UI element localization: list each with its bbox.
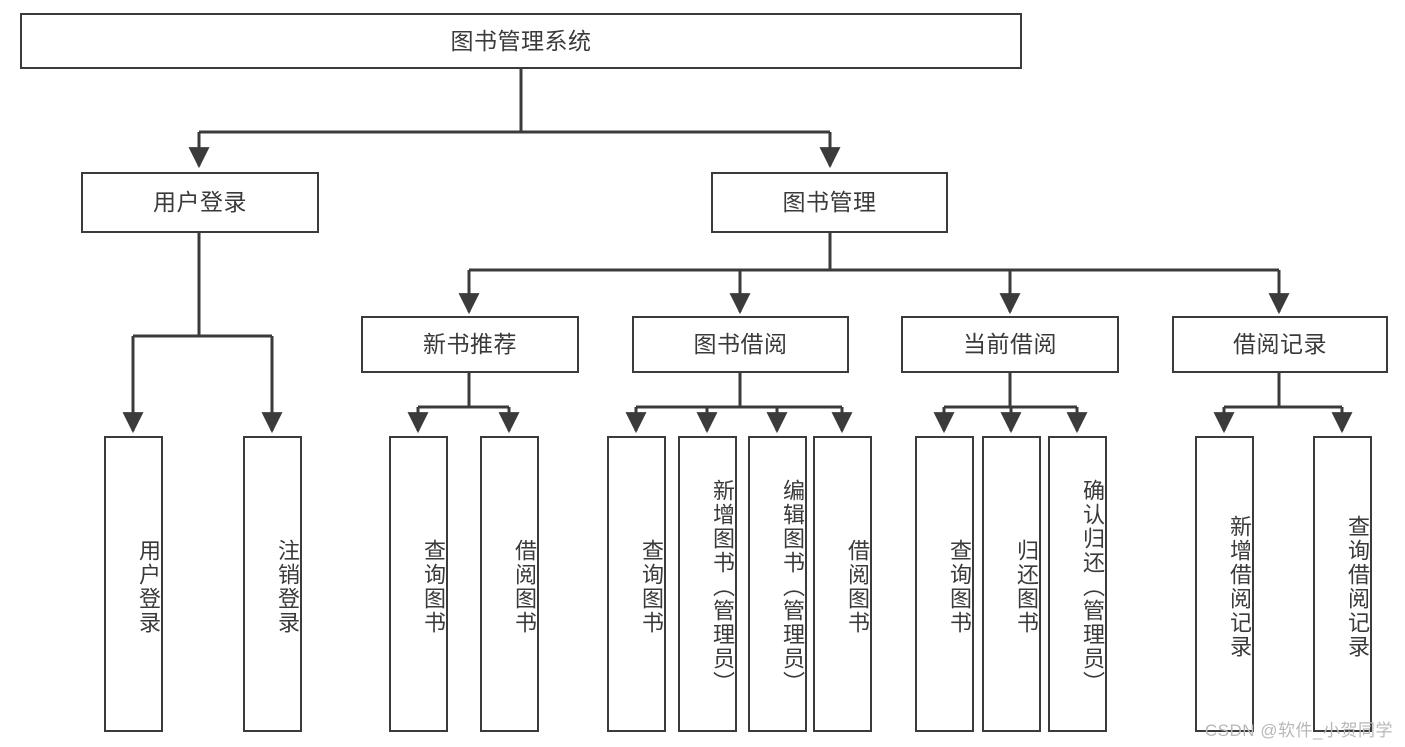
leaf-query-record-label: 查询借阅记录 — [1345, 515, 1370, 659]
node-current-borrow-label: 当前借阅 — [963, 331, 1057, 358]
node-user-login[interactable]: 用户登录 — [81, 172, 319, 233]
node-root[interactable]: 图书管理系统 — [20, 13, 1022, 69]
leaf-query-book-2-label: 查询图书 — [639, 539, 664, 635]
node-user-login-label: 用户登录 — [153, 189, 247, 216]
leaf-user-login[interactable]: 用户登录 — [104, 436, 163, 732]
leaf-user-login-label: 用户登录 — [136, 539, 161, 635]
node-borrow-record-label: 借阅记录 — [1233, 331, 1327, 358]
leaf-borrow-book-2-label: 借阅图书 — [845, 539, 870, 635]
leaf-logout-login[interactable]: 注销登录 — [243, 436, 302, 732]
leaf-add-record[interactable]: 新增借阅记录 — [1195, 436, 1254, 732]
watermark: CSDN @软件_小贺同学 — [1204, 721, 1393, 740]
leaf-add-record-label: 新增借阅记录 — [1227, 515, 1252, 659]
node-borrow-record[interactable]: 借阅记录 — [1172, 316, 1388, 373]
leaf-logout-login-label: 注销登录 — [275, 539, 300, 635]
node-current-borrow[interactable]: 当前借阅 — [901, 316, 1119, 373]
leaf-add-book[interactable]: 新增图书（管理员） — [678, 436, 737, 732]
node-new-book-rec-label: 新书推荐 — [423, 331, 517, 358]
leaf-query-book-2[interactable]: 查询图书 — [607, 436, 666, 732]
leaf-confirm-return-label: 确认归还（管理员） — [1080, 479, 1105, 695]
node-book-borrow[interactable]: 图书借阅 — [632, 316, 849, 373]
node-new-book-rec[interactable]: 新书推荐 — [361, 316, 579, 373]
leaf-borrow-book-1-label: 借阅图书 — [512, 539, 537, 635]
leaf-return-book-label: 归还图书 — [1014, 539, 1039, 635]
leaf-query-book-1[interactable]: 查询图书 — [389, 436, 448, 732]
leaf-return-book[interactable]: 归还图书 — [982, 436, 1041, 732]
node-book-manage[interactable]: 图书管理 — [711, 172, 948, 233]
leaf-query-book-3-label: 查询图书 — [947, 539, 972, 635]
leaf-edit-book[interactable]: 编辑图书（管理员） — [748, 436, 807, 732]
leaf-borrow-book-2[interactable]: 借阅图书 — [813, 436, 872, 732]
leaf-borrow-book-1[interactable]: 借阅图书 — [480, 436, 539, 732]
node-book-borrow-label: 图书借阅 — [693, 331, 788, 358]
leaf-add-book-label: 新增图书（管理员） — [710, 479, 735, 695]
leaf-confirm-return[interactable]: 确认归还（管理员） — [1048, 436, 1107, 732]
leaf-query-book-3[interactable]: 查询图书 — [915, 436, 974, 732]
leaf-query-book-1-label: 查询图书 — [421, 539, 446, 635]
leaf-edit-book-label: 编辑图书（管理员） — [780, 479, 805, 695]
node-book-manage-label: 图书管理 — [782, 189, 877, 216]
leaf-query-record[interactable]: 查询借阅记录 — [1313, 436, 1372, 732]
node-root-label: 图书管理系统 — [450, 27, 592, 54]
